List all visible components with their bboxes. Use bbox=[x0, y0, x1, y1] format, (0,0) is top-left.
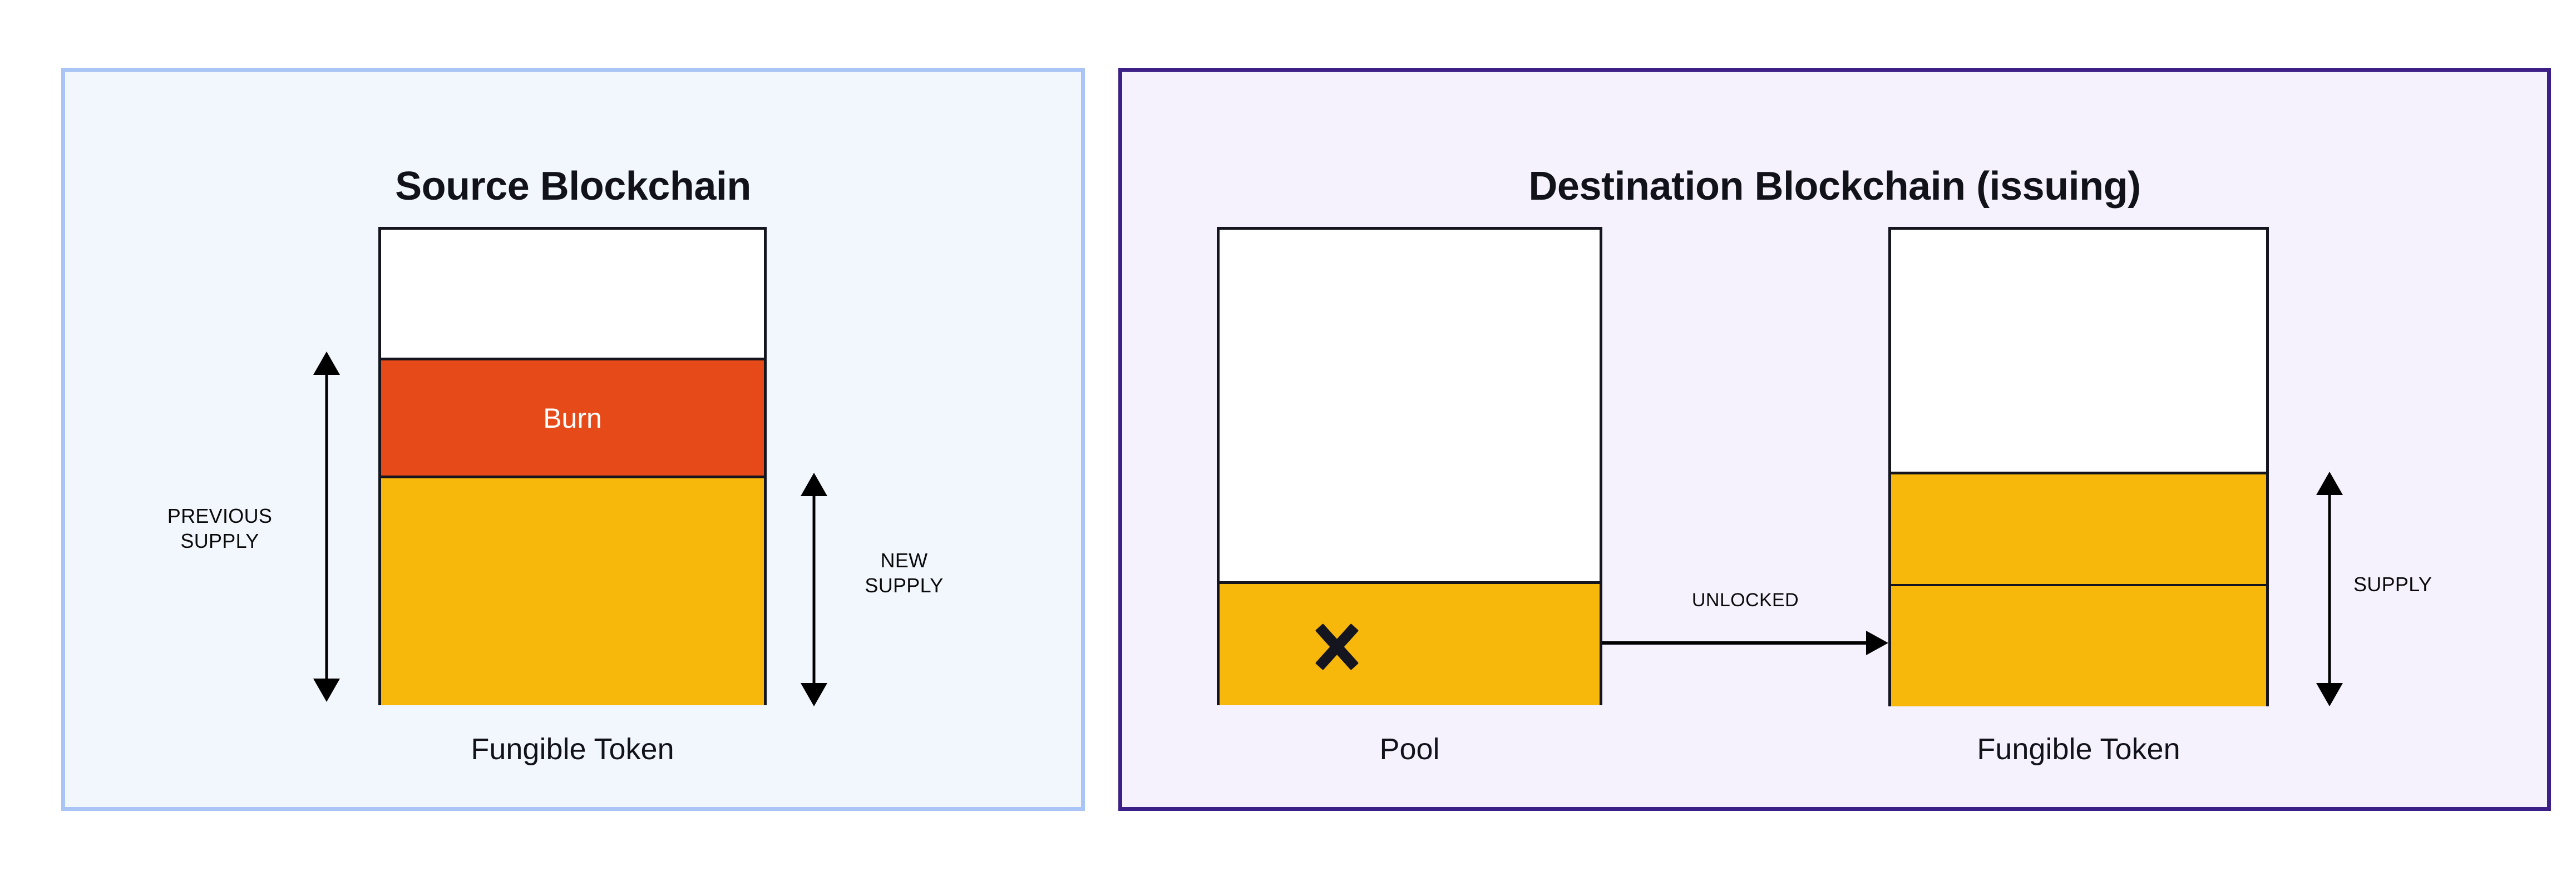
destination-fungible-token-box bbox=[1888, 227, 2269, 706]
burn-segment: Burn bbox=[381, 358, 764, 478]
arrow-shaft bbox=[2328, 488, 2331, 690]
burn-segment-label: Burn bbox=[543, 402, 602, 434]
arrow-head-down-icon bbox=[313, 679, 340, 702]
arrow-shaft bbox=[325, 368, 328, 685]
new-supply-label: NEW SUPPLY bbox=[865, 549, 944, 597]
arrow-head-right-icon bbox=[1866, 631, 1888, 655]
previous-supply-arrow-icon bbox=[313, 352, 340, 702]
arrow-head-down-icon bbox=[2316, 683, 2343, 706]
arrow-head-down-icon bbox=[801, 683, 827, 706]
pool-locked-segment bbox=[1220, 581, 1600, 705]
source-remaining-supply-segment bbox=[381, 478, 764, 705]
pool-caption: Pool bbox=[1379, 732, 1440, 766]
destination-supply-label: SUPPLY bbox=[2353, 573, 2432, 596]
previous-supply-label: PREVIOUS SUPPLY bbox=[167, 504, 273, 553]
destination-panel-title: Destination Blockchain (issuing) bbox=[1528, 164, 2141, 209]
new-supply-arrow-icon bbox=[801, 473, 827, 706]
source-panel-title: Source Blockchain bbox=[395, 164, 751, 209]
destination-unlocked-supply-segment bbox=[1891, 586, 2266, 706]
destination-existing-supply-segment bbox=[1891, 472, 2266, 586]
arrow-shaft bbox=[1602, 641, 1867, 645]
pool-box bbox=[1217, 227, 1602, 705]
unlocked-flow-arrow-icon bbox=[1602, 630, 1888, 656]
unlocked-flow-label: UNLOCKED bbox=[1691, 590, 1799, 611]
x-mark-icon bbox=[1310, 620, 1364, 674]
destination-fungible-token-caption: Fungible Token bbox=[1977, 732, 2180, 766]
arrow-shaft bbox=[812, 489, 816, 690]
source-fungible-token-box: Burn bbox=[378, 227, 767, 705]
source-fungible-token-caption: Fungible Token bbox=[471, 732, 674, 766]
destination-supply-arrow-icon bbox=[2316, 472, 2343, 706]
